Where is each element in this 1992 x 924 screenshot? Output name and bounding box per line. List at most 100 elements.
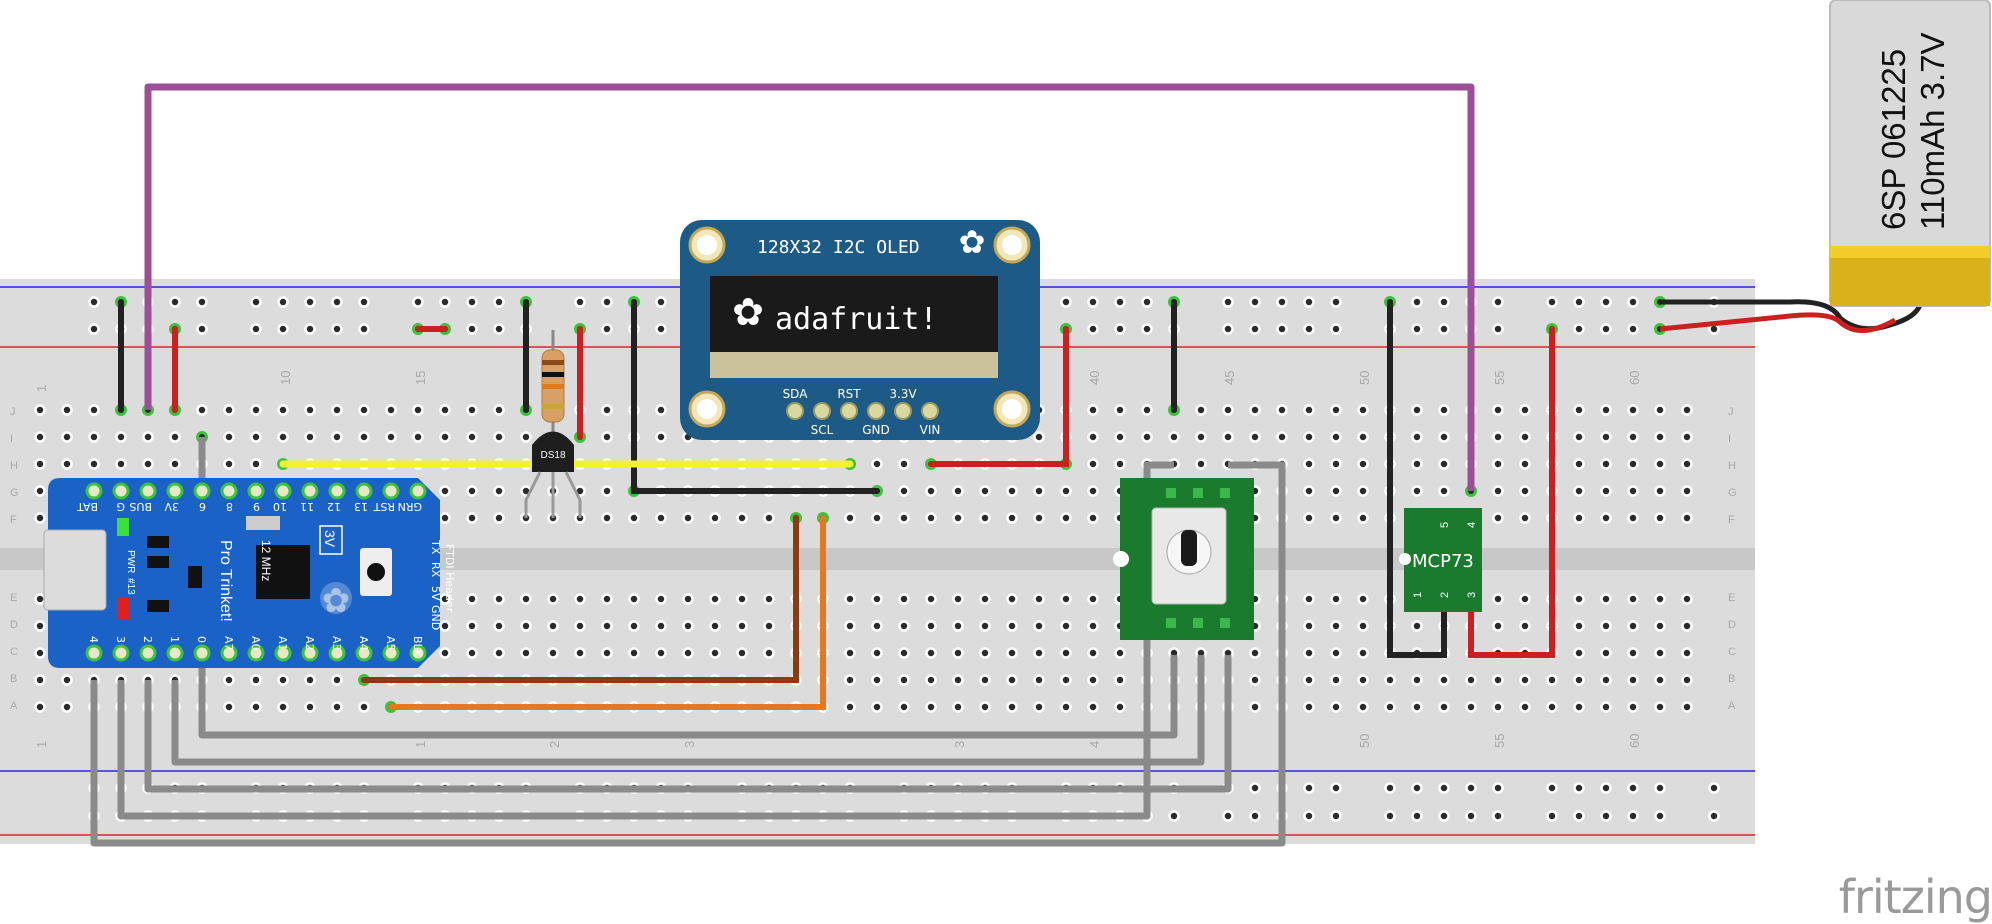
trinket-pin[interactable] (166, 482, 184, 500)
breadboard-hole[interactable] (1627, 810, 1639, 822)
breadboard-hole[interactable] (547, 620, 559, 632)
breadboard-hole[interactable] (1357, 458, 1369, 470)
breadboard-hole[interactable] (1087, 701, 1099, 713)
breadboard-hole[interactable] (196, 323, 208, 335)
breadboard-hole[interactable] (844, 674, 856, 686)
breadboard-hole[interactable] (547, 647, 559, 659)
breadboard-hole[interactable] (439, 296, 451, 308)
breadboard-hole[interactable] (1411, 404, 1423, 416)
breadboard-hole[interactable] (1519, 431, 1531, 443)
breadboard-hole[interactable] (277, 323, 289, 335)
breadboard-hole[interactable] (1573, 404, 1585, 416)
breadboard-hole[interactable] (277, 674, 289, 686)
trinket-pin[interactable] (112, 482, 130, 500)
breadboard-hole[interactable] (898, 512, 910, 524)
breadboard-hole[interactable] (493, 647, 505, 659)
breadboard-hole[interactable] (1087, 458, 1099, 470)
trinket-pin[interactable] (301, 482, 319, 500)
breadboard-hole[interactable] (1033, 620, 1045, 632)
breadboard-hole[interactable] (871, 512, 883, 524)
breadboard-hole[interactable] (1006, 512, 1018, 524)
breadboard-hole[interactable] (331, 404, 343, 416)
breadboard-hole[interactable] (1411, 431, 1423, 443)
breadboard-hole[interactable] (1492, 620, 1504, 632)
breadboard-hole[interactable] (1006, 620, 1018, 632)
breadboard-hole[interactable] (952, 620, 964, 632)
breadboard-hole[interactable] (844, 593, 856, 605)
breadboard-hole[interactable] (1114, 458, 1126, 470)
breadboard-hole[interactable] (1357, 620, 1369, 632)
breadboard-hole[interactable] (223, 701, 235, 713)
breadboard-hole[interactable] (520, 593, 532, 605)
breadboard-hole[interactable] (88, 431, 100, 443)
breadboard-hole[interactable] (1249, 323, 1261, 335)
breadboard-hole[interactable] (1681, 593, 1693, 605)
breadboard-hole[interactable] (952, 512, 964, 524)
breadboard-hole[interactable] (223, 404, 235, 416)
breadboard-hole[interactable] (844, 620, 856, 632)
breadboard-hole[interactable] (34, 458, 46, 470)
breadboard-hole[interactable] (1654, 647, 1666, 659)
breadboard-hole[interactable] (1573, 593, 1585, 605)
breadboard-hole[interactable] (1303, 458, 1315, 470)
breadboard-hole[interactable] (601, 593, 613, 605)
breadboard-hole[interactable] (466, 512, 478, 524)
wire-red[interactable] (1468, 326, 1555, 658)
breadboard-hole[interactable] (1222, 323, 1234, 335)
breadboard-hole[interactable] (1492, 404, 1504, 416)
breadboard-hole[interactable] (736, 620, 748, 632)
breadboard-hole[interactable] (898, 593, 910, 605)
breadboard-hole[interactable] (1006, 485, 1018, 497)
trinket-pin[interactable] (193, 644, 211, 662)
breadboard-hole[interactable] (385, 431, 397, 443)
breadboard-hole[interactable] (1357, 593, 1369, 605)
breadboard-hole[interactable] (1060, 296, 1072, 308)
breadboard-hole[interactable] (925, 485, 937, 497)
breadboard-hole[interactable] (655, 647, 667, 659)
breadboard-hole[interactable] (1033, 431, 1045, 443)
breadboard-hole[interactable] (1195, 431, 1207, 443)
breadboard-hole[interactable] (34, 404, 46, 416)
breadboard-hole[interactable] (1249, 782, 1261, 794)
breadboard-hole[interactable] (1681, 701, 1693, 713)
breadboard-hole[interactable] (628, 620, 640, 632)
breadboard-hole[interactable] (1033, 701, 1045, 713)
breadboard-hole[interactable] (1114, 296, 1126, 308)
breadboard-hole[interactable] (1330, 323, 1342, 335)
breadboard-hole[interactable] (1600, 593, 1612, 605)
breadboard-hole[interactable] (277, 431, 289, 443)
trinket-pin[interactable] (193, 482, 211, 500)
breadboard-hole[interactable] (628, 593, 640, 605)
breadboard-hole[interactable] (1654, 620, 1666, 632)
breadboard-hole[interactable] (520, 431, 532, 443)
breadboard-hole[interactable] (1276, 296, 1288, 308)
breadboard-hole[interactable] (1546, 296, 1558, 308)
breadboard-hole[interactable] (61, 701, 73, 713)
breadboard-hole[interactable] (682, 512, 694, 524)
breadboard-hole[interactable] (1330, 701, 1342, 713)
breadboard-hole[interactable] (952, 485, 964, 497)
breadboard-hole[interactable] (898, 701, 910, 713)
breadboard-hole[interactable] (1060, 620, 1072, 632)
breadboard-hole[interactable] (466, 593, 478, 605)
breadboard-hole[interactable] (1222, 404, 1234, 416)
breadboard-hole[interactable] (1303, 404, 1315, 416)
breadboard-hole[interactable] (493, 593, 505, 605)
breadboard-hole[interactable] (1519, 458, 1531, 470)
breadboard-hole[interactable] (925, 674, 937, 686)
breadboard-hole[interactable] (1465, 674, 1477, 686)
trinket-pin[interactable] (274, 482, 292, 500)
breadboard-hole[interactable] (493, 485, 505, 497)
breadboard-hole[interactable] (1708, 782, 1720, 794)
breadboard-hole[interactable] (385, 404, 397, 416)
breadboard-hole[interactable] (1546, 701, 1558, 713)
breadboard-hole[interactable] (1357, 512, 1369, 524)
breadboard-hole[interactable] (1168, 810, 1180, 822)
breadboard-hole[interactable] (1573, 674, 1585, 686)
wire-orange[interactable] (388, 515, 826, 710)
breadboard-hole[interactable] (1249, 810, 1261, 822)
breadboard-hole[interactable] (1195, 404, 1207, 416)
breadboard-hole[interactable] (1033, 674, 1045, 686)
breadboard-hole[interactable] (1573, 782, 1585, 794)
breadboard-hole[interactable] (1573, 810, 1585, 822)
